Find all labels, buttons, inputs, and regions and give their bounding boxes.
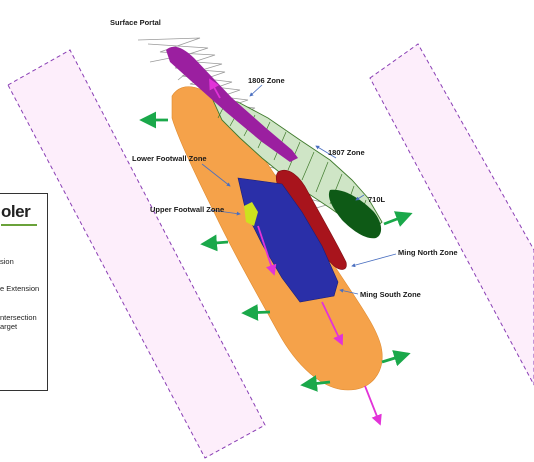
- legend-item-4: arget: [0, 322, 18, 331]
- yellow-lens: [244, 202, 258, 226]
- magenta-arrows: [209, 78, 382, 426]
- legend-item-2: e Extension: [0, 284, 40, 293]
- level-710-body: [328, 189, 382, 239]
- label-lower-footwall-zone: Lower Footwall Zone: [132, 154, 207, 163]
- green-arrow-5: [383, 211, 413, 227]
- green-arrow-4: [300, 375, 331, 392]
- green-arrow-2: [200, 234, 229, 252]
- label-ming-north-zone: Ming North Zone: [398, 248, 458, 257]
- label-1806-zone: 1806 Zone: [248, 76, 285, 85]
- upper-footwall-zone-body: [237, 177, 339, 303]
- magenta-arrow-3: [321, 301, 344, 346]
- green-arrow-6: [381, 350, 411, 367]
- leader-lines: [201, 84, 397, 295]
- left-boundary-plane: [7, 49, 266, 459]
- magenta-arrow-2: [257, 225, 277, 276]
- legend-item-1: sion: [0, 257, 14, 266]
- green-arrows: [139, 111, 413, 392]
- right-boundary-plane: [369, 43, 534, 386]
- label-710l: 710L: [368, 195, 386, 204]
- magenta-arrow-1: [209, 78, 221, 99]
- zone-1806-body: [166, 46, 298, 162]
- green-arrow-3: [241, 304, 271, 321]
- label-ming-south-zone: Ming South Zone: [360, 290, 421, 299]
- label-surface-portal: Surface Portal: [110, 18, 161, 27]
- label-upper-footwall-zone: Upper Footwall Zone: [150, 205, 224, 214]
- legend-panel: oler sion e Extension ntersection arget: [0, 193, 48, 391]
- company-logo: oler: [1, 202, 37, 226]
- magenta-arrow-4: [364, 385, 382, 426]
- legend-item-3: ntersection: [0, 313, 37, 322]
- label-1807-zone: 1807 Zone: [328, 148, 365, 157]
